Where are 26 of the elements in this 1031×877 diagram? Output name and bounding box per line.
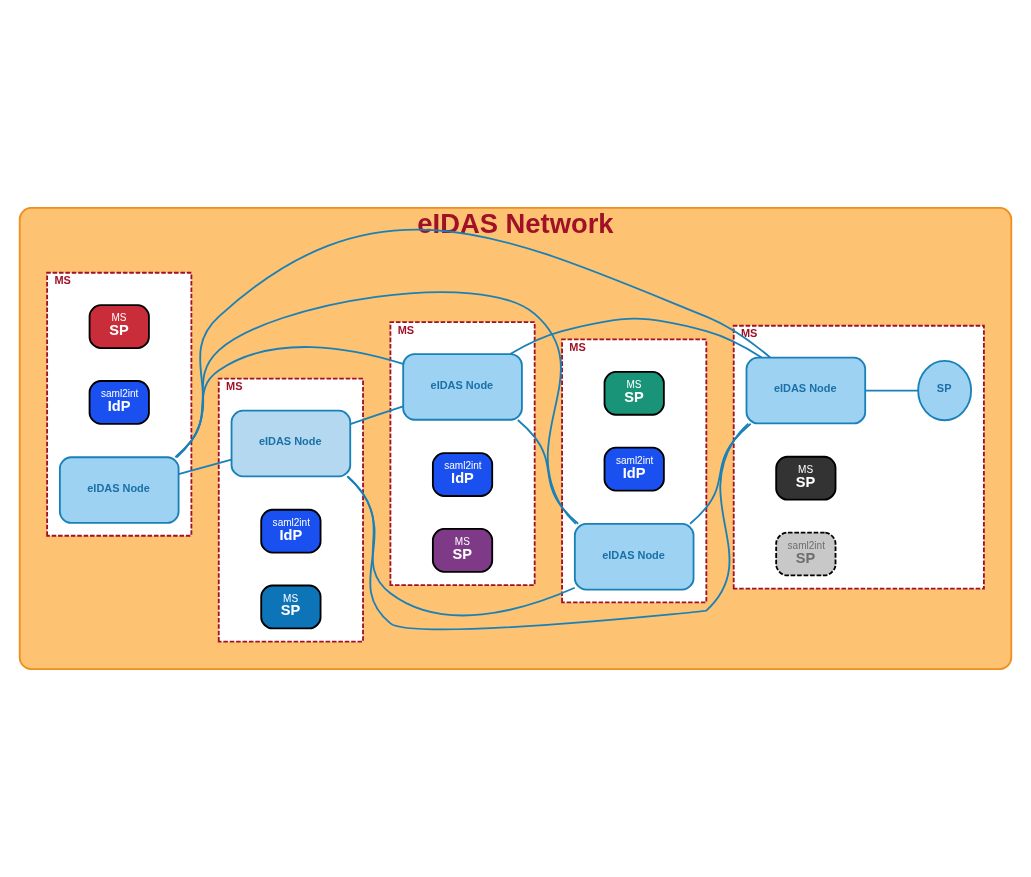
connector <box>864 389 919 392</box>
node-box: eIDAS Node <box>58 456 180 524</box>
node-box: eIDAS Node <box>745 356 867 425</box>
connector <box>346 475 576 617</box>
connector <box>175 291 577 525</box>
node-box: saml2int SP <box>775 531 837 577</box>
node-box: MS SP <box>88 304 150 350</box>
node-box: MS SP <box>775 455 837 501</box>
connector <box>689 422 752 525</box>
connector <box>509 317 763 359</box>
node-box: MS SP <box>260 584 322 630</box>
connector <box>349 405 404 425</box>
connector <box>346 422 750 631</box>
node-ellipse: SP <box>917 359 973 422</box>
connector <box>175 228 772 459</box>
node-box: saml2int IdP <box>88 380 150 425</box>
node-box: saml2int IdP <box>603 446 665 492</box>
connector <box>516 419 580 525</box>
node-box: eIDAS Node <box>402 353 523 421</box>
node-box: saml2int IdP <box>431 452 494 497</box>
node-box: MS SP <box>431 527 494 573</box>
node-box: eIDAS Node <box>230 409 352 478</box>
node-box: saml2int IdP <box>260 508 322 554</box>
connector <box>177 458 233 475</box>
node-box: MS SP <box>603 370 665 416</box>
node-box: eIDAS Node <box>573 522 695 591</box>
